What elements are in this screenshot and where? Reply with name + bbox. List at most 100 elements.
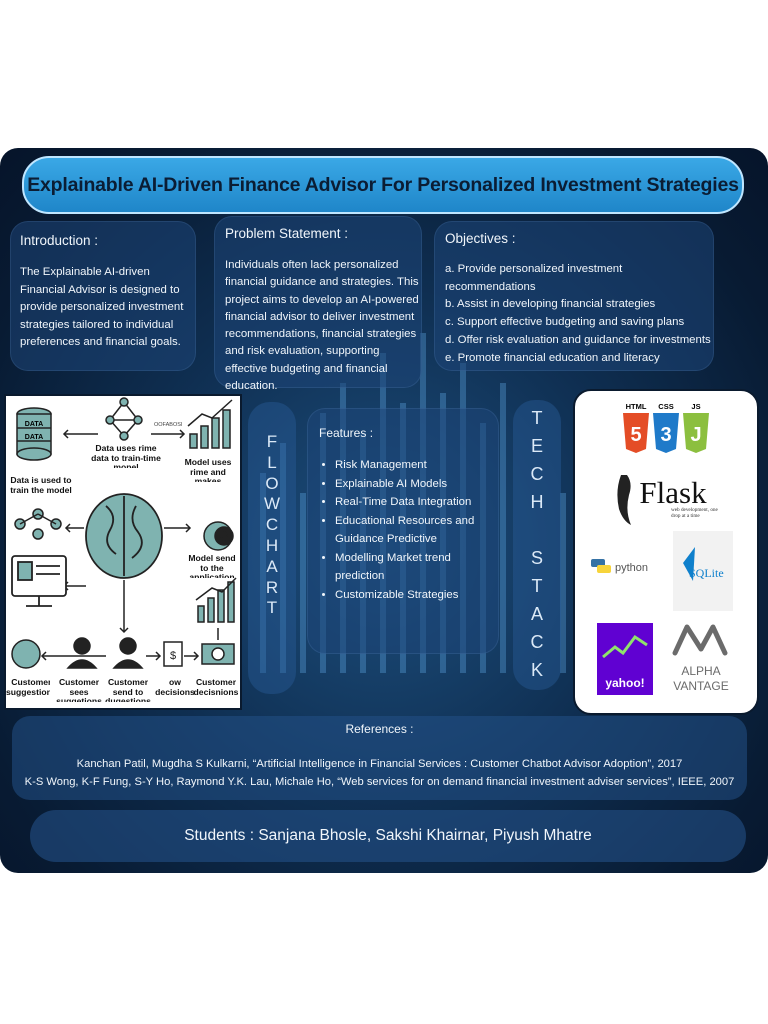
title-bar: Explainable AI-Driven Finance Advisor Fo… xyxy=(22,156,744,214)
features-heading: Features : xyxy=(319,426,374,440)
references-heading: References : xyxy=(345,722,414,736)
yahoo-label: yahoo! xyxy=(605,676,644,690)
letter: F xyxy=(266,432,278,451)
letter: H xyxy=(530,492,544,512)
objective-item: b. Assist in developing financial strate… xyxy=(445,298,656,311)
problem-text: Individuals often lack personalized fina… xyxy=(225,259,419,393)
label-s1: Customer suggestions xyxy=(6,678,50,697)
python-logo: python xyxy=(591,559,648,574)
letter: K xyxy=(530,660,543,680)
students-text: Students : Sanjana Bhosle, Sakshi Khairn… xyxy=(184,827,592,844)
objective-item: c. Support effective budgeting and savin… xyxy=(445,316,685,329)
poster-title: Explainable AI-Driven Finance Advisor Fo… xyxy=(27,173,739,196)
problem-panel: Problem Statement : Individuals often la… xyxy=(214,216,422,392)
letter: A xyxy=(266,556,278,576)
letter: T xyxy=(266,598,278,618)
letter: S xyxy=(530,548,543,568)
label-model-send: Model send to the application xyxy=(188,554,236,578)
poster: Explainable AI-Driven Finance Advisor Fo… xyxy=(0,148,768,873)
feature-item: Real-Time Data Integration xyxy=(335,493,495,512)
reference-item: K-S Wong, K-F Fung, S-Y Ho, Raymond Y.K.… xyxy=(24,776,735,788)
flask-label: Flask xyxy=(639,475,707,510)
label-s3: Customer send to dugestions xyxy=(105,678,151,702)
label-s2: Customer sees suggetions xyxy=(56,678,102,702)
js-icon: JS J xyxy=(683,402,709,453)
objective-item: e. Promote financial education and liter… xyxy=(445,351,660,364)
letter: R xyxy=(265,577,279,597)
flowchart-diagram: DATA DATA OOFABOSI Data uses rime data t… xyxy=(6,397,239,702)
problem-heading: Problem Statement : xyxy=(225,226,349,241)
introduction-text: The Explainable AI-driven Financial Advi… xyxy=(20,266,184,348)
objectives-list: a. Provide personalized investment recom… xyxy=(445,261,714,367)
flask-tagline: web development, one drop at a time xyxy=(671,507,718,519)
features-list: Risk Management Explainable AI Models Re… xyxy=(319,456,495,604)
sqlite-logo: SQLite xyxy=(673,531,733,611)
objectives-panel: Objectives : a. Provide personalized inv… xyxy=(434,221,714,371)
flowchart-vertical-label: F L O W C H A R T xyxy=(248,402,296,694)
brand-label: OOFABOSI xyxy=(154,422,183,428)
brain-icon xyxy=(85,493,163,579)
network-icon xyxy=(105,397,143,441)
techstack-vertical-label: T E C H S T A C K xyxy=(513,400,561,690)
label-uses-data: Data uses rime data to train-time mopel xyxy=(91,444,161,468)
yahoo-finance-logo: yahoo! xyxy=(597,623,653,695)
feature-item: Risk Management xyxy=(335,456,495,475)
data-label-1: DATA xyxy=(25,421,43,428)
introduction-panel: Introduction : The Explainable AI-driven… xyxy=(10,221,196,371)
label-s4: ow decisions xyxy=(155,678,195,697)
objectives-heading: Objectives : xyxy=(445,231,516,246)
bar-chart-icon xyxy=(195,577,237,623)
data-label-2: DATA xyxy=(25,434,43,441)
introduction-heading: Introduction : xyxy=(20,233,99,248)
label-train: Data is used to train the model xyxy=(10,476,72,495)
js-label: JS xyxy=(691,402,700,411)
letter: T xyxy=(531,408,543,428)
html-label: HTML xyxy=(626,402,647,411)
letter: L xyxy=(267,452,277,472)
references-panel: References : Kanchan Patil, Mugdha S Kul… xyxy=(12,716,747,800)
css3-icon: CSS 3 xyxy=(653,402,679,453)
letter: T xyxy=(531,576,543,596)
letter: E xyxy=(530,436,543,456)
tech-stack-logos: HTML 5 CSS 3 JS J Flask web development,… xyxy=(573,389,759,715)
reference-item: Kanchan Patil, Mugdha S Kulkarni, “Artif… xyxy=(76,758,683,770)
rising-chart-icon xyxy=(187,399,233,449)
alpha-vantage-logo: ALPHA VANTAGE xyxy=(672,624,729,693)
flowchart-image: DATA DATA OOFABOSI Data uses rime data t… xyxy=(4,394,242,710)
letter: W xyxy=(263,494,281,514)
objective-item: a. Provide personalized investment recom… xyxy=(445,263,623,293)
customer-icons: $ xyxy=(11,637,235,669)
students-bar: Students : Sanjana Bhosle, Sakshi Khairn… xyxy=(30,810,746,862)
letter: C xyxy=(530,464,544,484)
feature-item: Customizable Strategies xyxy=(335,586,495,605)
label-s5: Customer decisnions xyxy=(193,678,239,697)
feature-item: Modelling Market trend prediction xyxy=(335,549,495,586)
svg-text:$: $ xyxy=(170,650,176,662)
letter: O xyxy=(265,473,279,493)
letter: C xyxy=(530,632,544,652)
features-panel: Features : Risk Management Explainable A… xyxy=(307,408,499,654)
feature-item: Explainable AI Models xyxy=(335,475,495,494)
flask-logo: Flask web development, one drop at a tim… xyxy=(617,475,718,525)
letter: A xyxy=(530,604,543,624)
feature-item: Educational Resources and Guidance Predi… xyxy=(335,512,495,549)
css-num: 3 xyxy=(660,424,671,446)
js-num: J xyxy=(690,424,701,446)
label-model-uses: Model uses rime and makes predictio xyxy=(184,458,232,482)
letter: C xyxy=(265,515,279,535)
monitor-icon xyxy=(11,555,67,607)
svg-text:$: $ xyxy=(221,531,227,543)
objective-item: d. Offer risk evaluation and guidance fo… xyxy=(445,333,711,346)
database-icon xyxy=(16,407,52,461)
python-label: python xyxy=(615,562,648,574)
alpha-label: ALPHA xyxy=(681,664,720,678)
vantage-label: VANTAGE xyxy=(673,679,729,693)
sqlite-label: SQLite xyxy=(689,566,724,580)
html5-icon: HTML 5 xyxy=(623,402,649,453)
letter: H xyxy=(265,535,279,555)
nodes-icon xyxy=(14,508,62,540)
tech-logos: HTML 5 CSS 3 JS J Flask web development,… xyxy=(591,402,733,695)
gear-dollar-icon: $ xyxy=(203,521,234,551)
html-num: 5 xyxy=(630,424,641,446)
css-label: CSS xyxy=(658,402,673,411)
